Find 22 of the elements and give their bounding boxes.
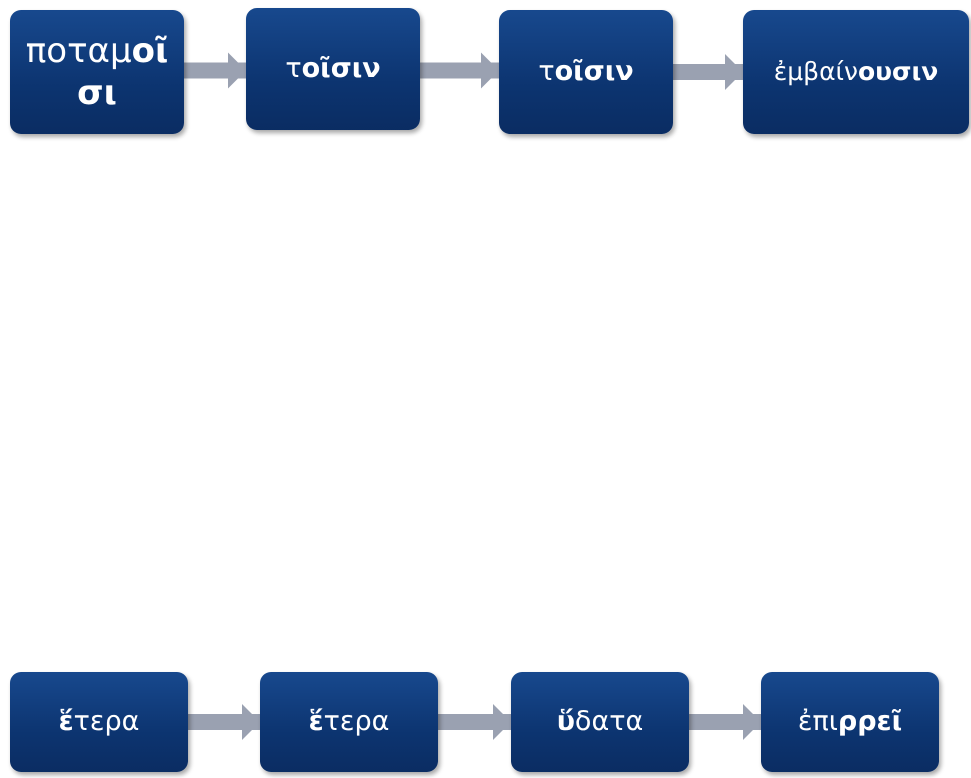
process-box — [260, 672, 438, 772]
block-arrow — [673, 54, 743, 90]
box-label: ποταμοῖσι — [24, 30, 170, 114]
block-arrow — [184, 52, 246, 88]
block-arrow — [689, 704, 761, 740]
block-arrow — [188, 704, 260, 740]
process-box — [511, 672, 689, 772]
box-label: ἐμβαίνουσιν — [774, 56, 938, 88]
block-arrow — [438, 704, 511, 740]
box-label: τοῖσιν — [538, 55, 634, 89]
box-label: ἕτερα — [58, 705, 140, 739]
box-label: ἕτερα — [308, 705, 390, 739]
process-box — [499, 10, 673, 134]
box-label: ὕδατα — [556, 705, 644, 739]
box-label: ἐπιρρεῖ — [798, 705, 902, 739]
process-box — [10, 10, 184, 134]
process-box — [761, 672, 939, 772]
box-label: τοῖσιν — [285, 52, 381, 86]
process-box — [743, 10, 969, 134]
block-arrow — [420, 52, 499, 88]
process-box — [246, 8, 420, 130]
process-box — [10, 672, 188, 772]
